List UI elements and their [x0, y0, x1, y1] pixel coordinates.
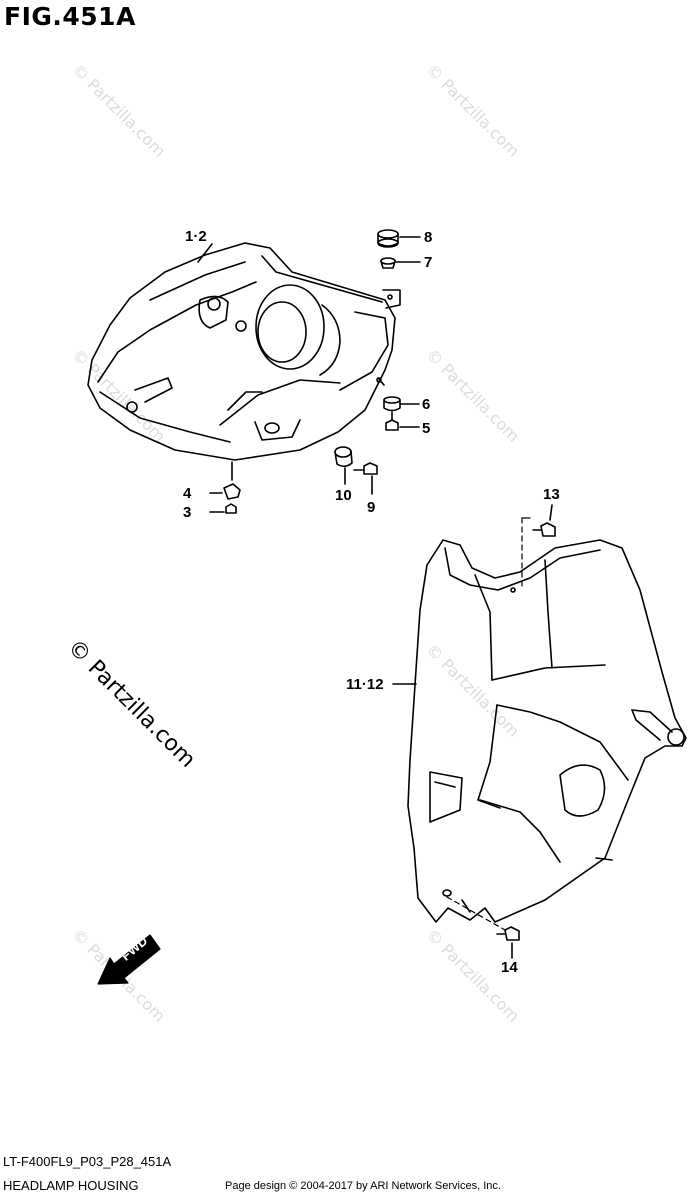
figure-title: FIG.451A [4, 2, 136, 31]
grommet-part[interactable] [377, 229, 399, 248]
callout-13[interactable]: 13 [543, 486, 560, 503]
page-credit: Page design © 2004-2017 by ARI Network S… [225, 1180, 501, 1192]
callout-9[interactable]: 9 [367, 499, 376, 516]
inner-cover-part[interactable] [407, 539, 687, 923]
callout-4[interactable]: 4 [183, 485, 192, 502]
screw-part[interactable] [225, 503, 237, 514]
callout-3[interactable]: 3 [183, 504, 192, 521]
bolt-part[interactable] [385, 411, 399, 431]
grommet-part[interactable] [383, 396, 401, 412]
grommet-part[interactable] [334, 446, 353, 468]
callout-8[interactable]: 8 [424, 229, 433, 246]
callout-6[interactable]: 6 [422, 396, 431, 413]
callout-5[interactable]: 5 [422, 420, 431, 437]
callout-14[interactable]: 14 [501, 959, 518, 976]
callout-1-2[interactable]: 1·2 [185, 228, 207, 245]
clip-nut-part[interactable] [223, 483, 241, 500]
screw-part[interactable] [496, 926, 520, 941]
headlamp-housing-part[interactable] [87, 242, 401, 461]
diagram-code: LT-F400FL9_P03_P28_451A [3, 1154, 172, 1169]
forward-direction-arrow [97, 934, 161, 985]
screw-part[interactable] [532, 522, 556, 537]
callout-11-12[interactable]: 11·12 [346, 676, 384, 693]
callout-10[interactable]: 10 [335, 487, 352, 504]
collar-part[interactable] [380, 257, 396, 269]
section-name: HEADLAMP HOUSING [3, 1178, 139, 1193]
bolt-part[interactable] [353, 462, 378, 475]
callout-7[interactable]: 7 [424, 254, 433, 271]
